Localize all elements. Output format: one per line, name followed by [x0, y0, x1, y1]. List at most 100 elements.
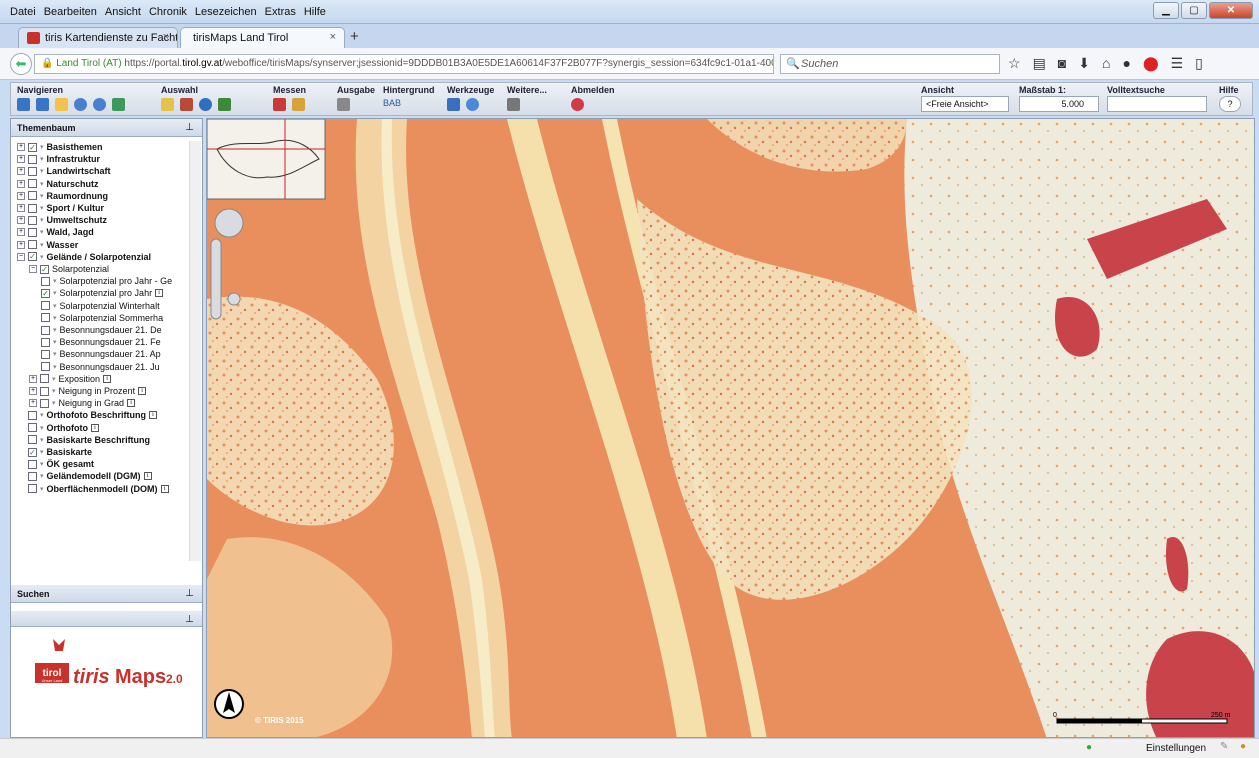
- layer-checkbox[interactable]: [40, 398, 49, 408]
- expand-icon[interactable]: +: [17, 240, 25, 249]
- view-select[interactable]: <Freie Ansicht>: [921, 96, 1009, 112]
- tree-item[interactable]: +▾Infrastruktur: [17, 153, 100, 165]
- expand-icon[interactable]: +: [17, 179, 25, 188]
- layer-menu-icon[interactable]: ▾: [40, 424, 44, 432]
- fulltext-search-input[interactable]: [1107, 96, 1207, 112]
- layer-menu-icon[interactable]: ▾: [40, 180, 44, 188]
- layer-menu-icon[interactable]: ▾: [40, 168, 44, 176]
- tree-item[interactable]: −✓Solarpotenzial: [29, 263, 109, 275]
- layer-checkbox[interactable]: [28, 471, 37, 481]
- layer-menu-icon[interactable]: ▾: [40, 217, 44, 225]
- home-icon[interactable]: ⌂: [1102, 55, 1111, 71]
- tree-item[interactable]: +▾Umweltschutz: [17, 214, 107, 226]
- tree-item[interactable]: ▾Besonnungsdauer 21. Fe: [41, 336, 161, 348]
- map-view[interactable]: © TIRIS 2015 0 250 m: [206, 118, 1255, 738]
- info-icon[interactable]: i: [155, 289, 164, 298]
- layer-checkbox[interactable]: [28, 459, 37, 469]
- expand-icon[interactable]: +: [17, 167, 25, 176]
- help-icon[interactable]: ?: [1219, 96, 1241, 112]
- layer-checkbox[interactable]: [28, 154, 37, 164]
- expand-icon[interactable]: +: [17, 143, 25, 151]
- tree-item[interactable]: ▾Geländemodell (DGM)i: [17, 470, 152, 482]
- scale-select[interactable]: 5.000: [1019, 96, 1099, 112]
- solar-potential-map[interactable]: © TIRIS 2015 0 250 m: [207, 119, 1255, 738]
- tab-tiris-kartendienste[interactable]: tiris Kartendienste zu Facht... ×: [18, 27, 178, 48]
- tree-item[interactable]: ▾Oberflächenmodell (DOM)i: [17, 483, 169, 495]
- layer-menu-icon[interactable]: ▾: [40, 449, 44, 456]
- forward-arrow-icon[interactable]: [93, 98, 106, 111]
- rotate-icon[interactable]: [227, 292, 241, 306]
- layer-menu-icon[interactable]: ▾: [40, 241, 44, 249]
- tree-item[interactable]: ▾Besonnungsdauer 21. De: [41, 324, 162, 336]
- layer-menu-icon[interactable]: ▾: [40, 156, 44, 164]
- info-icon[interactable]: i: [103, 374, 112, 383]
- chat-icon[interactable]: ●: [1122, 55, 1131, 71]
- layer-menu-icon[interactable]: ▾: [53, 290, 57, 298]
- back-button[interactable]: ⬅: [10, 53, 32, 75]
- layer-menu-icon[interactable]: ▾: [52, 375, 56, 383]
- zoom-out-icon[interactable]: [36, 98, 49, 111]
- layer-checkbox[interactable]: [28, 191, 37, 201]
- layer-checkbox[interactable]: ✓: [28, 142, 37, 152]
- expand-icon[interactable]: +: [17, 155, 25, 164]
- minimize-button[interactable]: ▁: [1153, 2, 1179, 19]
- expand-icon[interactable]: +: [29, 374, 37, 383]
- pin-icon[interactable]: ⊥: [185, 122, 194, 133]
- url-bar[interactable]: 🔒 Land Tirol (AT) https://portal.tirol.g…: [34, 54, 774, 74]
- layer-checkbox[interactable]: [28, 179, 37, 189]
- layer-menu-icon[interactable]: ▾: [53, 327, 57, 334]
- measure-line-icon[interactable]: [292, 98, 305, 111]
- pin-info-icon[interactable]: [466, 98, 479, 111]
- tree-item[interactable]: +▾Landwirtschaft: [17, 165, 111, 177]
- layer-menu-icon[interactable]: ▾: [53, 363, 57, 371]
- expand-icon[interactable]: +: [29, 399, 37, 408]
- tree-item[interactable]: ▾Solarpotenzial Sommerha: [41, 312, 163, 324]
- zoom-in-icon[interactable]: [17, 98, 30, 111]
- expand-icon[interactable]: −: [17, 252, 25, 261]
- layer-menu-icon[interactable]: ▾: [40, 436, 44, 444]
- tree-item[interactable]: +▾Wasser: [17, 239, 78, 251]
- info-icon[interactable]: i: [149, 411, 158, 420]
- layer-menu-icon[interactable]: ▾: [53, 339, 57, 347]
- tree-scrollbar[interactable]: [189, 141, 201, 561]
- layer-menu-icon[interactable]: ▾: [53, 302, 57, 310]
- tree-item[interactable]: ▾Besonnungsdauer 21. Ju: [41, 361, 160, 373]
- layer-checkbox[interactable]: ✓: [28, 252, 37, 262]
- menu-lesezeichen[interactable]: Lesezeichen: [194, 6, 257, 18]
- xy-coordinate-icon[interactable]: [447, 98, 460, 111]
- layer-checkbox[interactable]: ✓: [41, 288, 50, 298]
- layer-menu-icon[interactable]: ▾: [52, 400, 56, 408]
- maximize-button[interactable]: ▢: [1181, 2, 1207, 19]
- layer-checkbox[interactable]: [41, 325, 50, 335]
- expand-icon[interactable]: +: [17, 216, 25, 225]
- tree-item[interactable]: ✓▾Basiskarte: [17, 446, 92, 458]
- menu-bearbeiten[interactable]: Bearbeiten: [43, 6, 97, 18]
- download-icon[interactable]: ⬇: [1078, 55, 1090, 71]
- info-icon[interactable]: i: [91, 423, 99, 432]
- close-tab-icon[interactable]: ×: [329, 31, 336, 43]
- adblock-icon[interactable]: ⬤: [1142, 55, 1159, 71]
- select-icon[interactable]: [161, 98, 174, 111]
- layer-checkbox[interactable]: [40, 386, 49, 396]
- tree-item[interactable]: ▾ÖK gesamt: [17, 458, 94, 470]
- user-icon[interactable]: ●: [1240, 741, 1247, 752]
- tree-item[interactable]: +▾Naturschutz: [17, 178, 99, 190]
- layer-menu-icon[interactable]: ▾: [53, 278, 57, 286]
- layer-menu-icon[interactable]: ▾: [40, 229, 44, 237]
- layer-menu-icon[interactable]: ▾: [40, 205, 44, 212]
- layer-menu-icon[interactable]: ▾: [53, 351, 57, 359]
- layer-checkbox[interactable]: [41, 313, 50, 323]
- pocket-icon[interactable]: ◙: [1057, 55, 1067, 71]
- expand-icon[interactable]: +: [17, 204, 25, 212]
- info-icon[interactable]: i: [138, 387, 147, 395]
- layer-checkbox[interactable]: [28, 227, 37, 237]
- close-tab-icon[interactable]: ×: [162, 31, 169, 43]
- bookmark-star-icon[interactable]: ☆: [1008, 55, 1021, 71]
- new-tab-button[interactable]: +: [350, 28, 359, 45]
- menu-hilfe[interactable]: Hilfe: [303, 6, 326, 18]
